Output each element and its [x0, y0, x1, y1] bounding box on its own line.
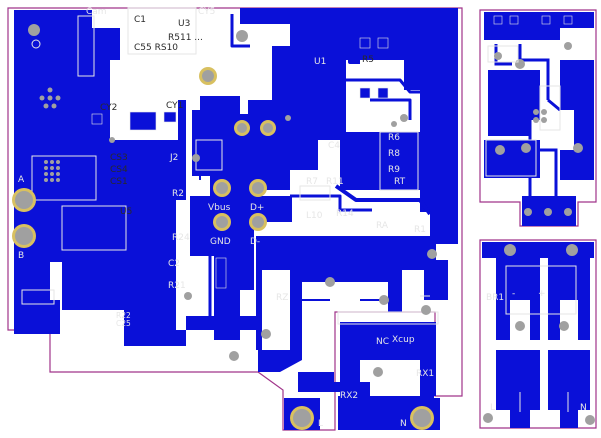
small-board-outline — [479, 9, 597, 227]
label-dp: D+ — [250, 203, 264, 213]
copper-left-lower[interactable] — [14, 300, 60, 334]
label-r5: R5 — [362, 55, 374, 65]
small-board[interactable] — [479, 9, 597, 227]
bridge-copper-left[interactable] — [496, 258, 540, 340]
label-r1: R1 — [414, 225, 426, 235]
copper-bottom-trace[interactable] — [298, 372, 370, 396]
copper-bottom-strip[interactable] — [186, 316, 258, 330]
label-l: L — [318, 419, 323, 429]
bridge-pads[interactable] — [483, 244, 595, 425]
bridge-copper-right[interactable] — [548, 258, 590, 340]
copper-right-column[interactable] — [404, 60, 458, 244]
main-board[interactable]: Cam C1 U3 CY5 R511 ... C55 RS10 CY2 CY1 … — [7, 7, 463, 431]
label-gnd: GND — [210, 237, 231, 247]
bridge-copper-lower-right[interactable] — [548, 350, 590, 428]
label-j2: J2 — [169, 153, 178, 163]
small-silkscreen — [485, 45, 561, 177]
label-rx1: RX1 — [416, 369, 434, 379]
label-u3: U3 — [178, 19, 190, 29]
label-dm: D- — [250, 237, 260, 247]
bridge-silkscreen — [505, 265, 577, 412]
label-r14: R14 — [336, 209, 354, 219]
bridge-labels: BR1 + - L N — [486, 289, 587, 413]
label-c25: C25 — [116, 319, 131, 328]
label-ra: RA — [376, 221, 389, 231]
small-copper-lower[interactable] — [484, 140, 540, 178]
label-a: A — [18, 175, 25, 185]
silkscreen-outlines — [21, 7, 439, 325]
label-n: N — [400, 419, 407, 429]
label-bridge-plus: + — [538, 289, 546, 299]
label-cy5: CY5 — [198, 7, 215, 17]
label-r8: R8 — [388, 149, 400, 159]
label-c55: C55 RS10 — [134, 43, 178, 53]
label-c2: C2 — [168, 259, 180, 269]
copper-relay-pour[interactable] — [340, 322, 436, 396]
label-r6: R6 — [388, 133, 400, 143]
label-xcup: Xcup — [392, 335, 415, 345]
traces — [140, 14, 432, 330]
label-r2: R2 — [172, 189, 184, 199]
label-r11: R11 — [326, 177, 344, 187]
label-l10: L10 — [306, 211, 323, 221]
label-cs1: CS1 — [110, 177, 128, 187]
copper-bottom-loop[interactable] — [258, 270, 402, 372]
label-cam: Cam — [86, 7, 107, 17]
label-c1: C1 — [134, 15, 146, 25]
bridge-copper-lower-left[interactable] — [496, 350, 540, 428]
label-br1: BR1 — [486, 293, 504, 303]
label-bridge-n: N — [580, 403, 587, 413]
label-r7: R7 — [306, 177, 318, 187]
via-clusters — [39, 87, 61, 182]
label-r24: R24 — [172, 233, 190, 243]
label-r511: R511 ... — [168, 33, 203, 43]
label-cs4: CS4 — [110, 165, 128, 175]
small-pads[interactable] — [493, 15, 583, 216]
label-u5: U5 — [120, 207, 132, 217]
label-cs3: CS3 — [110, 153, 128, 163]
smd-pads[interactable] — [91, 37, 389, 289]
bridge-board-outline — [479, 239, 597, 429]
copper-center-lower[interactable] — [190, 196, 292, 340]
label-rz: RZ — [276, 293, 288, 303]
bridge-board[interactable]: BR1 + - L N — [479, 239, 597, 429]
label-rx2: RX2 — [340, 391, 358, 401]
small-copper-right[interactable] — [560, 60, 594, 180]
copper-bottom-left-block[interactable] — [62, 206, 132, 302]
label-rt: RT — [394, 177, 406, 187]
copper-lower-right[interactable] — [256, 236, 448, 350]
label-vbus: Vbus — [208, 203, 231, 213]
label-cy2: CY2 — [100, 103, 117, 113]
label-r22: R22 — [116, 311, 131, 320]
label-u1: U1 — [314, 57, 326, 67]
label-c4: C4 — [328, 141, 340, 151]
copper-cs-block[interactable] — [36, 152, 98, 202]
label-bridge-l: L — [490, 403, 495, 413]
small-traces — [494, 44, 561, 196]
label-nc: NC — [376, 337, 389, 347]
copper-left-cap-area[interactable] — [22, 42, 82, 112]
label-cy1: CY1 — [166, 101, 183, 111]
silkscreen-labels: Cam C1 U3 CY5 R511 ... C55 RS10 CY2 CY1 … — [18, 7, 434, 429]
through-hole-pads[interactable] — [12, 24, 437, 430]
label-r9: R9 — [388, 165, 400, 175]
label-b: B — [18, 251, 24, 261]
small-copper-mid[interactable] — [488, 70, 540, 136]
label-bridge-minus: - — [512, 289, 515, 299]
label-r21: R21 — [168, 281, 186, 291]
